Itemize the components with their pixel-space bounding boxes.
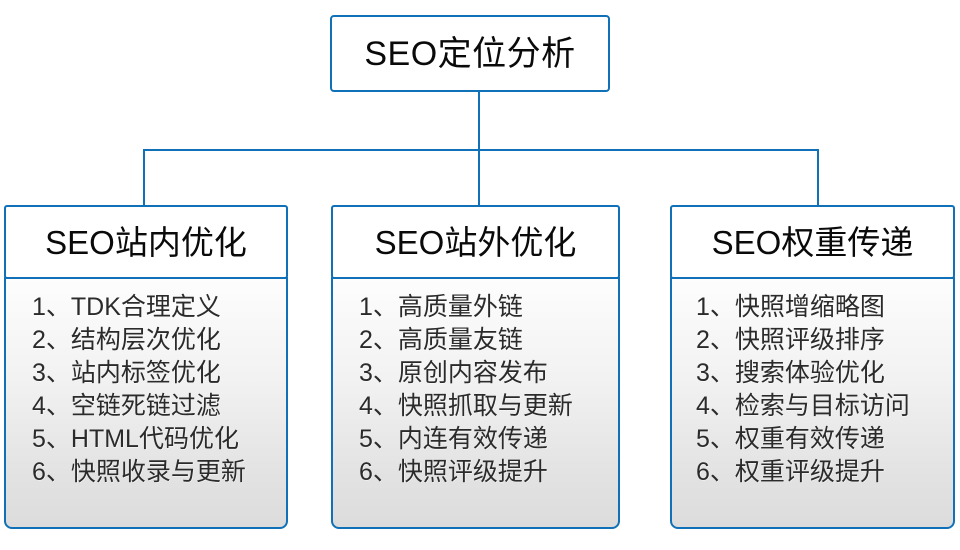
list-item: 5、HTML代码优化 (32, 425, 239, 453)
branch-body-3: 1、快照增缩略图 2、快照评级排序 3、搜索体验优化 4、检索与目标访问 5、权… (670, 277, 955, 529)
connector-root-stem (478, 92, 480, 151)
list-item: 3、搜索体验优化 (696, 359, 885, 387)
list-item: 6、快照收录与更新 (32, 458, 246, 486)
list-item: 2、高质量友链 (359, 326, 523, 354)
branch-header-title-3: SEO权重传递 (711, 223, 914, 261)
branch-header-title-2: SEO站外优化 (374, 223, 577, 261)
list-item: 6、权重评级提升 (696, 458, 885, 486)
list-item: 1、TDK合理定义 (32, 293, 221, 321)
list-item: 3、原创内容发布 (359, 359, 548, 387)
list-item: 2、快照评级排序 (696, 326, 885, 354)
branch-item-list-2: 1、高质量外链 2、高质量友链 3、原创内容发布 4、快照抓取与更新 5、内连有… (333, 291, 618, 489)
branch-header-title-1: SEO站内优化 (45, 223, 247, 261)
branch-column-2: SEO站外优化 1、高质量外链 2、高质量友链 3、原创内容发布 4、快照抓取与… (331, 205, 620, 529)
branch-item-list-1: 1、TDK合理定义 2、结构层次优化 3、站内标签优化 4、空链死链过滤 5、H… (6, 291, 286, 489)
branch-column-3: SEO权重传递 1、快照增缩略图 2、快照评级排序 3、搜索体验优化 4、检索与… (670, 205, 955, 529)
root-node[interactable]: SEO定位分析 (330, 15, 610, 92)
list-item: 4、检索与目标访问 (696, 392, 910, 420)
list-item: 4、快照抓取与更新 (359, 392, 573, 420)
list-item: 3、站内标签优化 (32, 359, 221, 387)
list-item: 5、权重有效传递 (696, 425, 885, 453)
list-item: 4、空链死链过滤 (32, 392, 221, 420)
branch-body-2: 1、高质量外链 2、高质量友链 3、原创内容发布 4、快照抓取与更新 5、内连有… (331, 277, 620, 529)
root-node-title: SEO定位分析 (364, 34, 576, 73)
connector-horizontal-bus (143, 149, 819, 151)
connector-branch-1 (143, 149, 145, 206)
branch-header-2[interactable]: SEO站外优化 (331, 205, 620, 279)
branch-item-list-3: 1、快照增缩略图 2、快照评级排序 3、搜索体验优化 4、检索与目标访问 5、权… (672, 291, 953, 489)
branch-header-1[interactable]: SEO站内优化 (4, 205, 288, 279)
list-item: 5、内连有效传递 (359, 425, 548, 453)
connector-branch-2 (478, 149, 480, 206)
connector-branch-3 (817, 149, 819, 206)
list-item: 6、快照评级提升 (359, 458, 548, 486)
branch-header-3[interactable]: SEO权重传递 (670, 205, 955, 279)
branch-body-1: 1、TDK合理定义 2、结构层次优化 3、站内标签优化 4、空链死链过滤 5、H… (4, 277, 288, 529)
branch-column-1: SEO站内优化 1、TDK合理定义 2、结构层次优化 3、站内标签优化 4、空链… (4, 205, 288, 529)
list-item: 1、高质量外链 (359, 293, 523, 321)
list-item: 1、快照增缩略图 (696, 293, 885, 321)
list-item: 2、结构层次优化 (32, 326, 221, 354)
